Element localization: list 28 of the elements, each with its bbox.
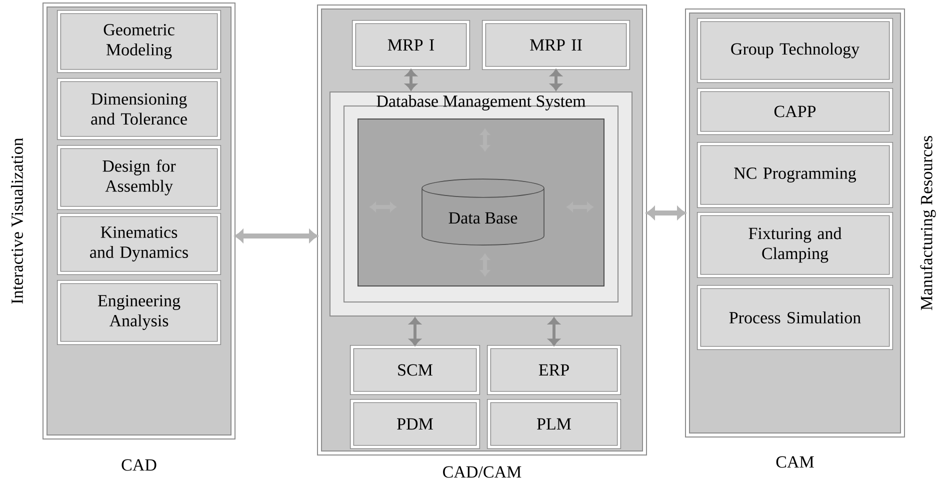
double-arrow bbox=[409, 317, 421, 346]
module-box: CAPP bbox=[696, 88, 894, 136]
double-arrow bbox=[646, 206, 686, 220]
side-label: Interactive Visualization bbox=[10, 138, 24, 304]
module-box: Engineering Analysis bbox=[56, 280, 222, 346]
side-label: Manufacturing Resources bbox=[920, 136, 936, 310]
node-label: CAD bbox=[122, 459, 156, 471]
double-arrow bbox=[234, 230, 318, 242]
double-arrow bbox=[550, 69, 562, 91]
module-box: Design for Assembly bbox=[56, 144, 222, 210]
node-label: CAM bbox=[776, 456, 814, 468]
module-box: Geometric Modeling bbox=[56, 10, 222, 74]
module-box: ERP bbox=[486, 344, 622, 396]
module-box: PDM bbox=[350, 398, 480, 450]
module-box: MRP II bbox=[482, 20, 630, 70]
module-box: PLM bbox=[486, 398, 622, 450]
module-box: Fixturing and Clamping bbox=[696, 212, 894, 278]
double-arrow bbox=[548, 317, 560, 346]
database-cylinder: Data Base bbox=[422, 178, 544, 246]
module-box: Kinematics and Dynamics bbox=[56, 212, 222, 276]
module-box: SCM bbox=[350, 344, 480, 396]
module-box: Process Simulation bbox=[696, 284, 894, 350]
module-box: Dimensioning and Tolerance bbox=[56, 78, 222, 140]
module-box: Group Technology bbox=[696, 18, 894, 84]
module-box: NC Programming bbox=[696, 142, 894, 208]
double-arrow bbox=[405, 69, 417, 91]
module-box: MRP I bbox=[352, 20, 470, 70]
node-label: CAD/CAM bbox=[443, 466, 522, 478]
